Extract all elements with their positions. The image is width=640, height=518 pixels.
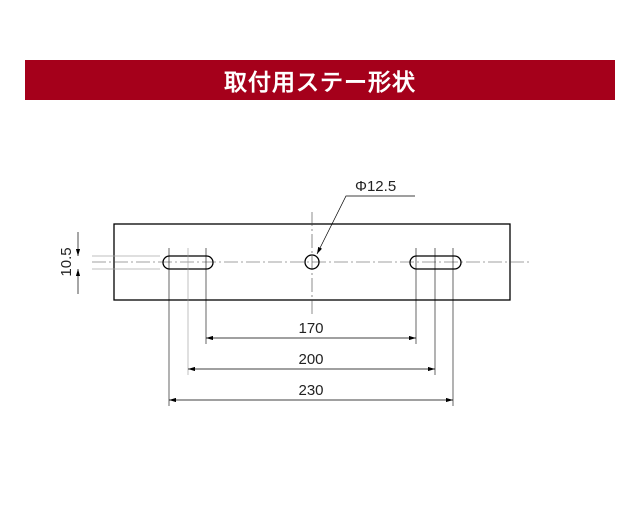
dim-label-230: 230 xyxy=(298,382,323,399)
dim-label-200: 200 xyxy=(298,351,323,368)
section-title: 取付用ステー形状 xyxy=(224,70,416,96)
right-slot xyxy=(409,255,462,270)
dim-label-170: 170 xyxy=(298,320,323,337)
hole-diameter-label: Φ12.5 xyxy=(355,178,396,195)
section-header: 取付用ステー形状 xyxy=(25,60,615,100)
hole-leader-line xyxy=(316,195,415,255)
slot-width-label: 10.5 xyxy=(58,247,75,276)
center-hole xyxy=(304,254,320,270)
